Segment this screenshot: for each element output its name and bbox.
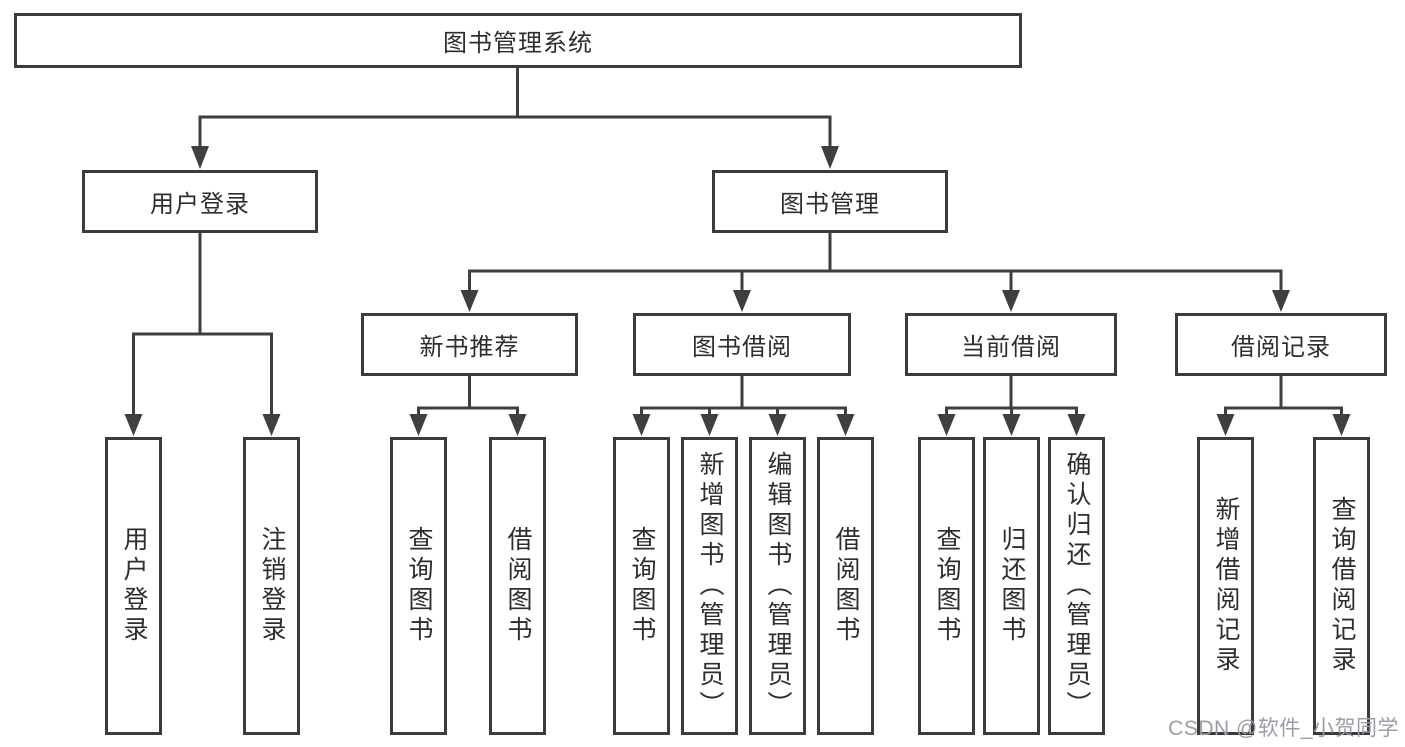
leaf-label: 归还图书	[998, 526, 1026, 646]
node-label: 用户登录	[150, 191, 250, 218]
leaf-query-book-recommend: 查询图书	[390, 437, 447, 735]
leaf-add-book-admin: 新增图书（管理员）	[681, 437, 738, 735]
leaf-return-book: 归还图书	[983, 437, 1040, 735]
node-user-login: 用户登录	[82, 170, 318, 233]
node-new-book-recommend: 新书推荐	[361, 313, 578, 376]
leaf-label: 新增图书（管理员）	[696, 451, 724, 721]
leaf-confirm-return-admin: 确认归还（管理员）	[1048, 437, 1105, 735]
node-borrow-records: 借阅记录	[1175, 313, 1387, 376]
leaf-label: 新增借阅记录	[1212, 496, 1240, 676]
leaf-label: 编辑图书（管理员）	[764, 451, 792, 721]
node-current-borrow: 当前借阅	[905, 313, 1117, 376]
node-label: 图书管理	[780, 191, 880, 218]
node-label: 图书借阅	[692, 334, 792, 361]
leaf-label: 注销登录	[258, 526, 286, 646]
leaf-label: 借阅图书	[504, 526, 532, 646]
leaf-label: 查询图书	[405, 526, 433, 646]
leaf-borrow-book-recommend: 借阅图书	[489, 437, 546, 735]
leaf-label: 用户登录	[120, 526, 148, 646]
node-library-management-system: 图书管理系统	[14, 13, 1022, 68]
node-book-borrow: 图书借阅	[633, 313, 851, 376]
arrowhead-icons	[124, 146, 1351, 436]
leaf-borrow-book: 借阅图书	[817, 437, 874, 735]
node-label: 新书推荐	[419, 334, 520, 361]
leaf-label: 查询图书	[628, 526, 656, 646]
leaf-logout: 注销登录	[243, 437, 300, 735]
node-label: 借阅记录	[1231, 334, 1331, 361]
leaf-add-borrow-record: 新增借阅记录	[1197, 437, 1254, 735]
leaf-label: 查询图书	[933, 526, 961, 646]
leaf-query-book-current: 查询图书	[918, 437, 975, 735]
leaf-user-login: 用户登录	[105, 437, 162, 735]
leaf-label: 查询借阅记录	[1328, 496, 1356, 676]
node-book-management: 图书管理	[712, 170, 948, 233]
csdn-watermark: CSDN @软件_小贺同学	[1168, 717, 1399, 740]
leaf-label: 确认归还（管理员）	[1063, 451, 1091, 721]
leaf-query-book-borrow: 查询图书	[613, 437, 670, 735]
leaf-edit-book-admin: 编辑图书（管理员）	[749, 437, 806, 735]
node-label: 当前借阅	[961, 334, 1061, 361]
leaf-query-borrow-record: 查询借阅记录	[1313, 437, 1370, 735]
node-label: 图书管理系统	[443, 30, 593, 57]
leaf-label: 借阅图书	[832, 526, 860, 646]
